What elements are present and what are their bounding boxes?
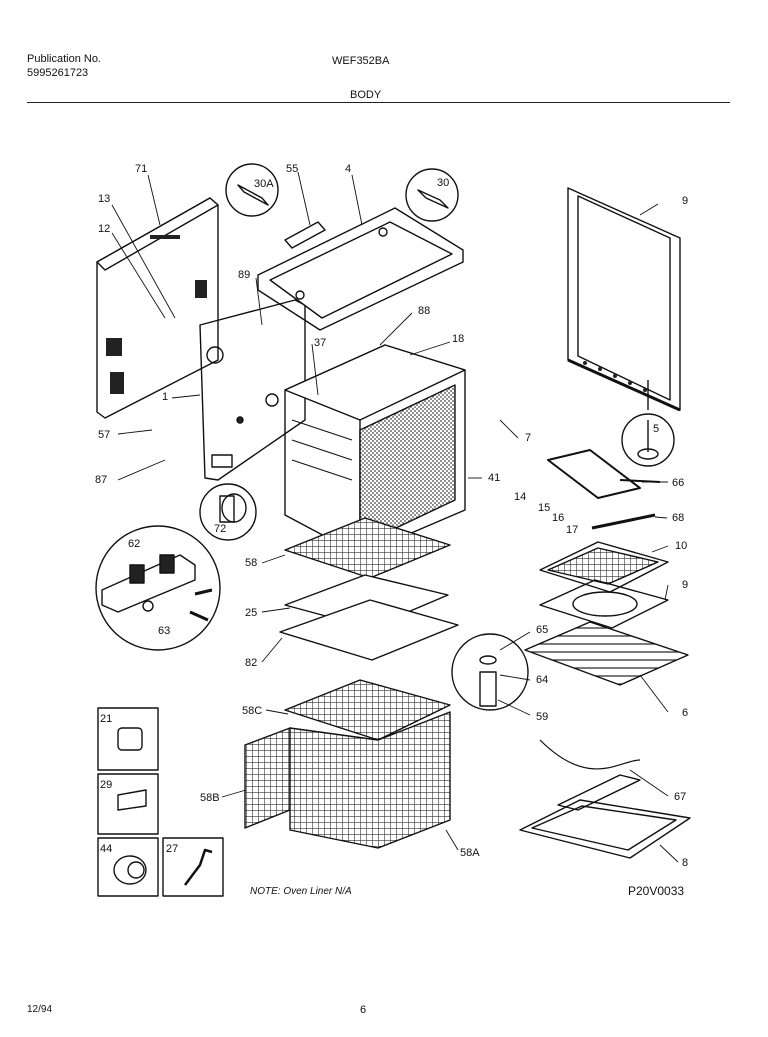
model-number: WEF352BA [332,55,390,67]
detail-72 [199,483,257,541]
detail-62-63 [95,525,221,651]
callout-64: 64 [536,674,548,686]
leveling-leg-detail [621,380,675,467]
callout-6: 6 [682,707,688,719]
callout-87: 87 [95,474,107,486]
callout-30a: 30A [254,178,274,190]
callout-4: 4 [345,163,351,175]
callout-30: 30 [437,177,449,189]
element-68 [591,513,656,530]
oven-cavity [284,344,466,556]
callout-18: 18 [452,333,464,345]
callout-58b: 58B [200,792,220,804]
callout-9-door: 9 [682,195,688,207]
item-box-44 [97,837,159,897]
element-66 [547,449,661,499]
item-box-21 [97,707,159,771]
item-box-29 [97,773,159,835]
callout-12: 12 [98,223,110,235]
detail-30a [225,163,279,217]
footer-date: 12/94 [27,1004,53,1015]
footer-page-number: 6 [360,1004,367,1016]
callout-59: 59 [536,711,548,723]
publication-label: Publication No. [27,53,101,65]
callout-29: 29 [100,779,112,791]
callout-13: 13 [98,193,110,205]
callout-66: 66 [672,477,684,489]
insulation-top [284,517,451,579]
callout-14: 14 [514,491,526,503]
callout-labels: 71 13 12 55 4 30A 30 9 89 88 18 37 1 57 … [95,163,688,869]
callout-37: 37 [314,337,326,349]
back-panel [96,197,219,419]
drawing-number: P20V0033 [628,884,685,898]
callout-57: 57 [98,429,110,441]
oven-door [567,187,681,412]
broil-pan-grid [539,541,669,593]
callout-5: 5 [653,423,659,435]
callout-68: 68 [672,512,684,524]
section-title: BODY [350,89,382,101]
callout-62: 62 [128,538,140,550]
callout-89: 89 [238,269,250,281]
insulation-wrap [244,679,451,849]
oven-rack [524,621,689,686]
callout-21: 21 [100,713,112,725]
callout-58: 58 [245,557,257,569]
callout-25: 25 [245,607,257,619]
callout-82: 82 [245,657,257,669]
callout-63: 63 [158,625,170,637]
callout-27: 27 [166,843,178,855]
callout-41: 41 [488,472,500,484]
callout-72: 72 [214,523,226,535]
drawer-panel [519,739,691,859]
callout-44: 44 [100,843,112,855]
callout-17: 17 [566,524,578,536]
callout-65: 65 [536,624,548,636]
bracket-55 [284,221,326,249]
callout-71: 71 [135,163,147,175]
oven-liner-note: NOTE: Oven Liner N/A [250,886,352,897]
callout-58c: 58C [242,705,262,717]
header-rule [27,102,730,103]
callout-15: 15 [538,502,550,514]
detail-30 [405,168,459,222]
callout-67: 67 [674,791,686,803]
callout-16: 16 [552,512,564,524]
callout-10: 10 [675,540,687,552]
publication-number: 5995261723 [27,67,89,79]
callout-55: 55 [286,163,298,175]
detail-64-65 [451,633,529,711]
callout-1: 1 [162,391,168,403]
leader-lines [111,171,679,863]
callout-8: 8 [682,857,688,869]
item-box-27 [162,837,224,897]
callout-7: 7 [525,432,531,444]
panel-82 [279,599,459,661]
side-panel [199,299,306,481]
callout-88: 88 [418,305,430,317]
broil-pan [539,579,669,629]
callout-9-pan: 9 [682,579,688,591]
callout-58a: 58A [460,847,480,859]
cooktop-frame [257,207,464,331]
